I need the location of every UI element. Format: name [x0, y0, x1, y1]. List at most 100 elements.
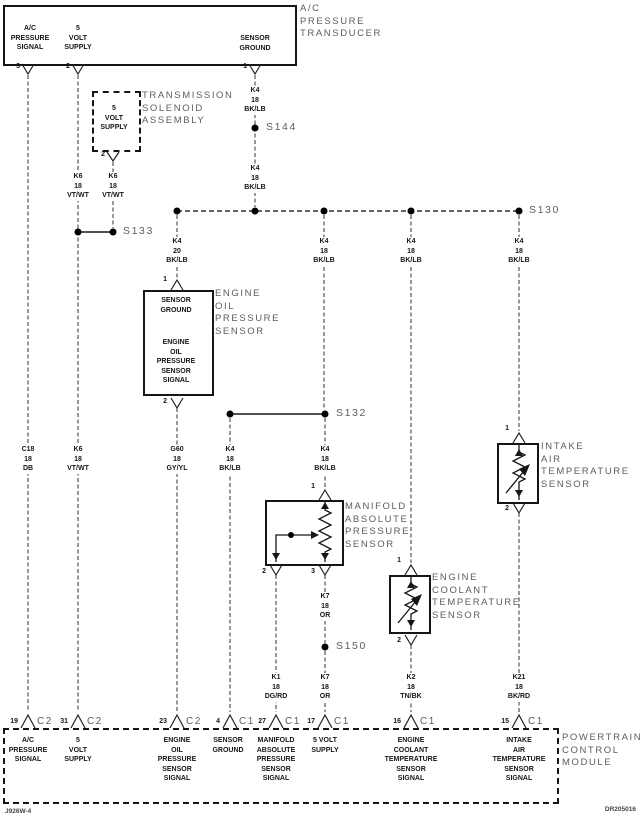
wire-label-k4-144a: K4 18 BK/LB: [243, 86, 267, 115]
wire-label-k4-144b: K4 18 BK/LB: [243, 164, 267, 193]
pcm-pin-16-connector: C1: [420, 716, 436, 727]
splice-dot-s133-b: [109, 228, 117, 236]
pcm-pin-17-label: 5 VOLT SUPPLY: [311, 737, 339, 754]
pcm-name: POWERTRAIN CONTROL MODULE: [562, 732, 640, 768]
ect-sensor-box: [389, 575, 431, 634]
wire-label-k4-iat: K4 18 BK/LB: [507, 237, 531, 266]
eop-name: ENGINE OIL PRESSURE SENSOR: [215, 288, 281, 337]
wire-label-k6-c: K6 18 VT/WT: [66, 445, 90, 474]
eop-bottom-label: ENGINE OIL PRESSURE SENSOR SIGNAL: [156, 339, 196, 384]
transducer-pin1-label: SENSOR GROUND: [238, 34, 272, 53]
iat-pin2-number: 2: [505, 505, 509, 512]
pcm-pin-4-connector: C1: [239, 716, 255, 727]
pcm-pin-19-label: A/C PRESSURE SIGNAL: [8, 737, 48, 763]
pcm-pin-19-number: 19: [10, 718, 18, 725]
iat-sensor-box: [497, 443, 539, 504]
map-wiper-dot: [288, 532, 294, 538]
wire-label-k6-a: K6 18 VT/WT: [66, 172, 90, 201]
iat-thermistor-arrowhead-icon: [519, 464, 530, 476]
pcm-pin-27-label: MANIFOLD ABSOLUTE PRESSURE SENSOR SIGNAL: [256, 737, 296, 782]
pcm-pin-15-number: 15: [501, 718, 509, 725]
pcm-pin-19-connector: C2: [37, 716, 53, 727]
eop-pin1-number: 1: [163, 276, 167, 283]
pcm-pin-17-connector: C1: [334, 716, 350, 727]
pcm-pin-15-label: INTAKE AIR TEMPERATURE SENSOR SIGNAL: [492, 737, 546, 782]
footer-diagram-id: J926W-4: [5, 808, 32, 815]
wire-label-k7-b: K7 18 OR: [318, 673, 332, 702]
pcm-box: [3, 728, 559, 804]
engine-oil-pressure-sensor-box: [143, 290, 214, 396]
pcm-pin-31-connector: C2: [87, 716, 103, 727]
wire-label-k4-map: K4 18 BK/LB: [313, 445, 337, 474]
wire-label-k2: K2 18 TN/BK: [399, 673, 423, 702]
map-wiper-arrowhead-icon: [311, 531, 319, 539]
bus-dot-1: [173, 207, 181, 215]
splice-dot-s132-b: [321, 410, 329, 418]
pcm-pin-23-number: 23: [159, 718, 167, 725]
transducer-pin3-label: A/C PRESSURE SIGNAL: [9, 24, 51, 53]
eop-pin2-number: 2: [163, 398, 167, 405]
ect-name: ENGINE COOLANT TEMPERATURE SENSOR: [432, 572, 521, 621]
iat-name: INTAKE AIR TEMPERATURE SENSOR: [541, 441, 630, 490]
splice-label-s133: S133: [123, 225, 154, 237]
splice-label-s150: S150: [336, 640, 367, 652]
transducer-name: A/C PRESSURE TRANSDUCER: [300, 3, 382, 39]
wire-label-c18: C18 18 DB: [20, 445, 36, 474]
ect-pin1-number: 1: [397, 557, 401, 564]
bus-dot-3: [320, 207, 328, 215]
map-pin2-number: 2: [262, 568, 266, 575]
pin-fork-icon: [20, 63, 527, 729]
map-name: MANIFOLD ABSOLUTE PRESSURE SENSOR: [345, 501, 411, 550]
solenoid-pin-number: 2: [101, 151, 105, 158]
pcm-pin-16-number: 16: [393, 718, 401, 725]
splice-jumper-lines: [78, 231, 325, 415]
splice-dot-s133-a: [74, 228, 82, 236]
pcm-pin-31-number: 31: [60, 718, 68, 725]
transducer-pin3-number: 3: [16, 63, 20, 70]
solenoid-name: TRANSMISSION SOLENOID ASSEMBLY: [142, 90, 234, 126]
wire-label-k4-132: K4 18 BK/LB: [312, 237, 336, 266]
map-pin3-number: 3: [311, 568, 315, 575]
pcm-pin-15-connector: C1: [528, 716, 544, 727]
bus-dot-2: [251, 207, 259, 215]
transducer-pin1-number: 1: [243, 63, 247, 70]
splice-dot-s130: [515, 207, 523, 215]
splice-dot-s144: [251, 124, 259, 132]
transducer-pin2-number: 2: [66, 63, 70, 70]
pcm-pin-23-connector: C2: [186, 716, 202, 727]
ect-pin2-number: 2: [397, 637, 401, 644]
map-sensor-box: [265, 500, 344, 566]
wire-label-k7-a: K7 18 OR: [318, 592, 332, 621]
pcm-pin-27-number: 27: [258, 718, 266, 725]
transmission-solenoid-box: [92, 91, 141, 152]
pcm-pin-4-label: SENSOR GROUND: [212, 737, 244, 754]
pcm-pin-31-label: 5 VOLT SUPPLY: [64, 737, 92, 763]
footer-drawing-number: DR205016: [604, 806, 636, 813]
wire-label-k6-b: K6 18 VT/WT: [101, 172, 125, 201]
map-pin1-number: 1: [311, 483, 315, 490]
ac-pressure-transducer-box: [3, 5, 297, 66]
splice-dot-s132-a: [226, 410, 234, 418]
pcm-pin-4-number: 4: [216, 718, 220, 725]
splice-dots: [74, 124, 523, 651]
thermistor-arrow-lines: [397, 470, 525, 624]
wire-label-g60: G60 18 GY/YL: [165, 445, 189, 474]
wire-label-k21: K21 18 BK/RD: [506, 673, 532, 702]
wire-label-k4-20: K4 20 BK/LB: [165, 237, 189, 266]
splice-label-s130: S130: [529, 204, 560, 216]
splice-label-s144: S144: [266, 121, 297, 133]
wire-label-k4-gnd: K4 18 BK/LB: [218, 445, 242, 474]
ect-thermistor-arrowhead-icon: [411, 594, 422, 606]
bus-dot-4: [407, 207, 415, 215]
pcm-pin-17-number: 17: [307, 718, 315, 725]
iat-pin1-number: 1: [505, 425, 509, 432]
pcm-pin-16-label: ENGINE COOLANT TEMPERATURE SENSOR SIGNAL: [384, 737, 438, 782]
pcm-pin-23-label: ENGINE OIL PRESSURE SENSOR SIGNAL: [157, 737, 197, 782]
transducer-pin2-label: 5 VOLT SUPPLY: [63, 24, 93, 53]
pcm-pin-27-connector: C1: [285, 716, 301, 727]
eop-top-label: SENSOR GROUND: [160, 297, 192, 314]
solenoid-pin-label: 5 VOLT SUPPLY: [100, 105, 128, 131]
wire-label-k1: K1 18 DG/RD: [263, 673, 289, 702]
splice-label-s132: S132: [336, 407, 367, 419]
